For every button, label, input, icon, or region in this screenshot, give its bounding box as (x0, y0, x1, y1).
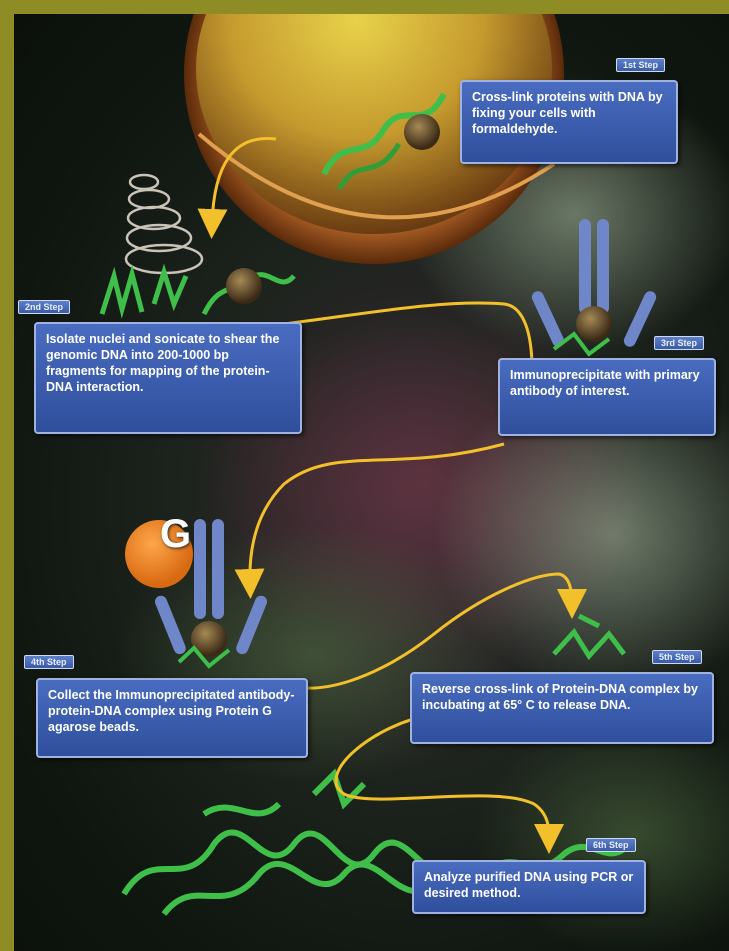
step-1-box: Cross-link proteins with DNA by fixing y… (460, 80, 678, 164)
workflow-arrows (197, 136, 587, 854)
crosslinked-dna-complex (321, 92, 447, 191)
protein-bead (226, 268, 262, 304)
step-1-tag: 1st Step (616, 58, 666, 72)
step-2-box: Isolate nuclei and sonicate to shear the… (34, 322, 302, 434)
purified-dna-strands (121, 768, 626, 916)
sonication-waves-icon (124, 173, 204, 275)
step-4-tag: 4th Step (24, 655, 74, 669)
antibody-protein-g-complex (125, 519, 267, 669)
step-3-box: Immunoprecipitate with primary antibody … (498, 358, 716, 436)
chip-workflow-diagram: G 1st Step Cross-link proteins with DNA … (14, 14, 729, 951)
step-2-tag: 2nd Step (18, 300, 71, 314)
primary-antibody-icon (531, 219, 657, 357)
step-5-box: Reverse cross-link of Protein-DNA comple… (410, 672, 714, 744)
step-6-tag: 6th Step (586, 838, 636, 852)
step-3-tag: 3rd Step (654, 336, 705, 350)
step-5-tag: 5th Step (652, 650, 702, 664)
step-6-box: Analyze purified DNA using PCR or desire… (412, 860, 646, 914)
protein-g-label: G (160, 512, 192, 556)
sheared-dna-fragments (99, 263, 296, 319)
illustration-layer (99, 14, 729, 951)
step-4-box: Collect the Immunoprecipitated antibody-… (36, 678, 308, 758)
